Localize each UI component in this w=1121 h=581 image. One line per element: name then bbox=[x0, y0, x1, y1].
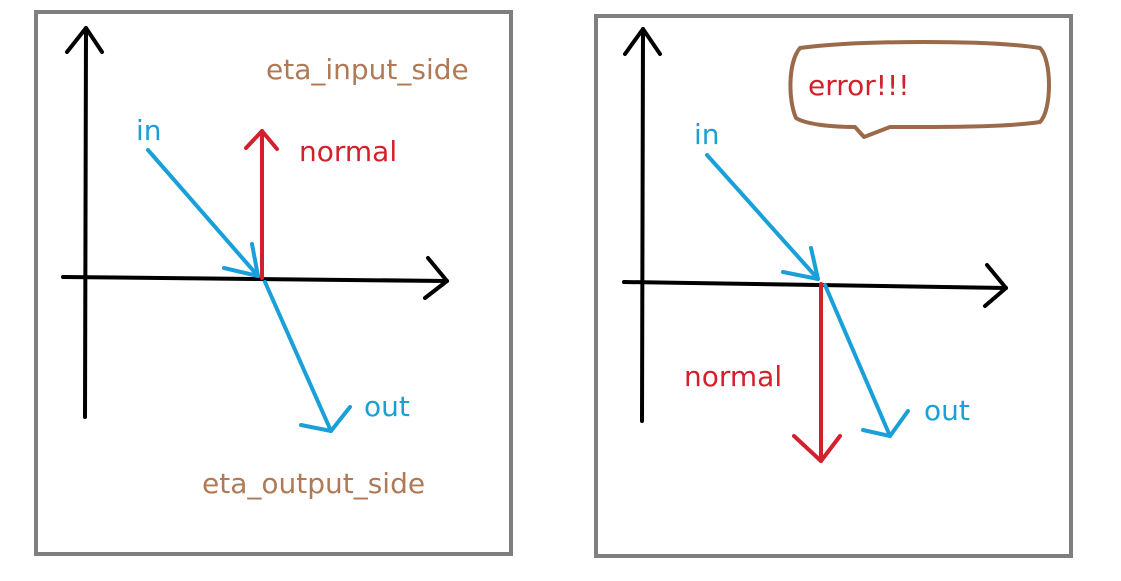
left-diagram: eta_input_side in normal out eta_output_… bbox=[61, 26, 469, 500]
left-out-ray bbox=[263, 280, 352, 433]
left-in-label: in bbox=[136, 114, 162, 147]
right-out-ray bbox=[823, 283, 910, 438]
right-diagram: error!!! in normal out bbox=[622, 27, 1051, 463]
left-out-label: out bbox=[364, 390, 410, 423]
left-y-axis bbox=[65, 26, 104, 419]
right-y-axis bbox=[623, 27, 662, 423]
left-normal-label: normal bbox=[299, 135, 397, 168]
left-eta-output-label: eta_output_side bbox=[202, 467, 425, 500]
right-in-ray bbox=[705, 153, 820, 281]
right-normal-arrow bbox=[792, 282, 842, 463]
right-in-label: in bbox=[694, 118, 720, 151]
error-bubble-text: error!!! bbox=[808, 69, 909, 102]
right-out-label: out bbox=[924, 394, 970, 427]
left-eta-input-label: eta_input_side bbox=[266, 53, 469, 86]
left-x-axis bbox=[61, 256, 449, 300]
left-normal-arrow bbox=[244, 129, 279, 280]
left-in-ray bbox=[146, 148, 260, 278]
left-panel-frame bbox=[34, 10, 513, 556]
right-normal-label: normal bbox=[684, 360, 782, 393]
error-speech-bubble bbox=[788, 40, 1051, 139]
right-x-axis bbox=[622, 263, 1008, 308]
